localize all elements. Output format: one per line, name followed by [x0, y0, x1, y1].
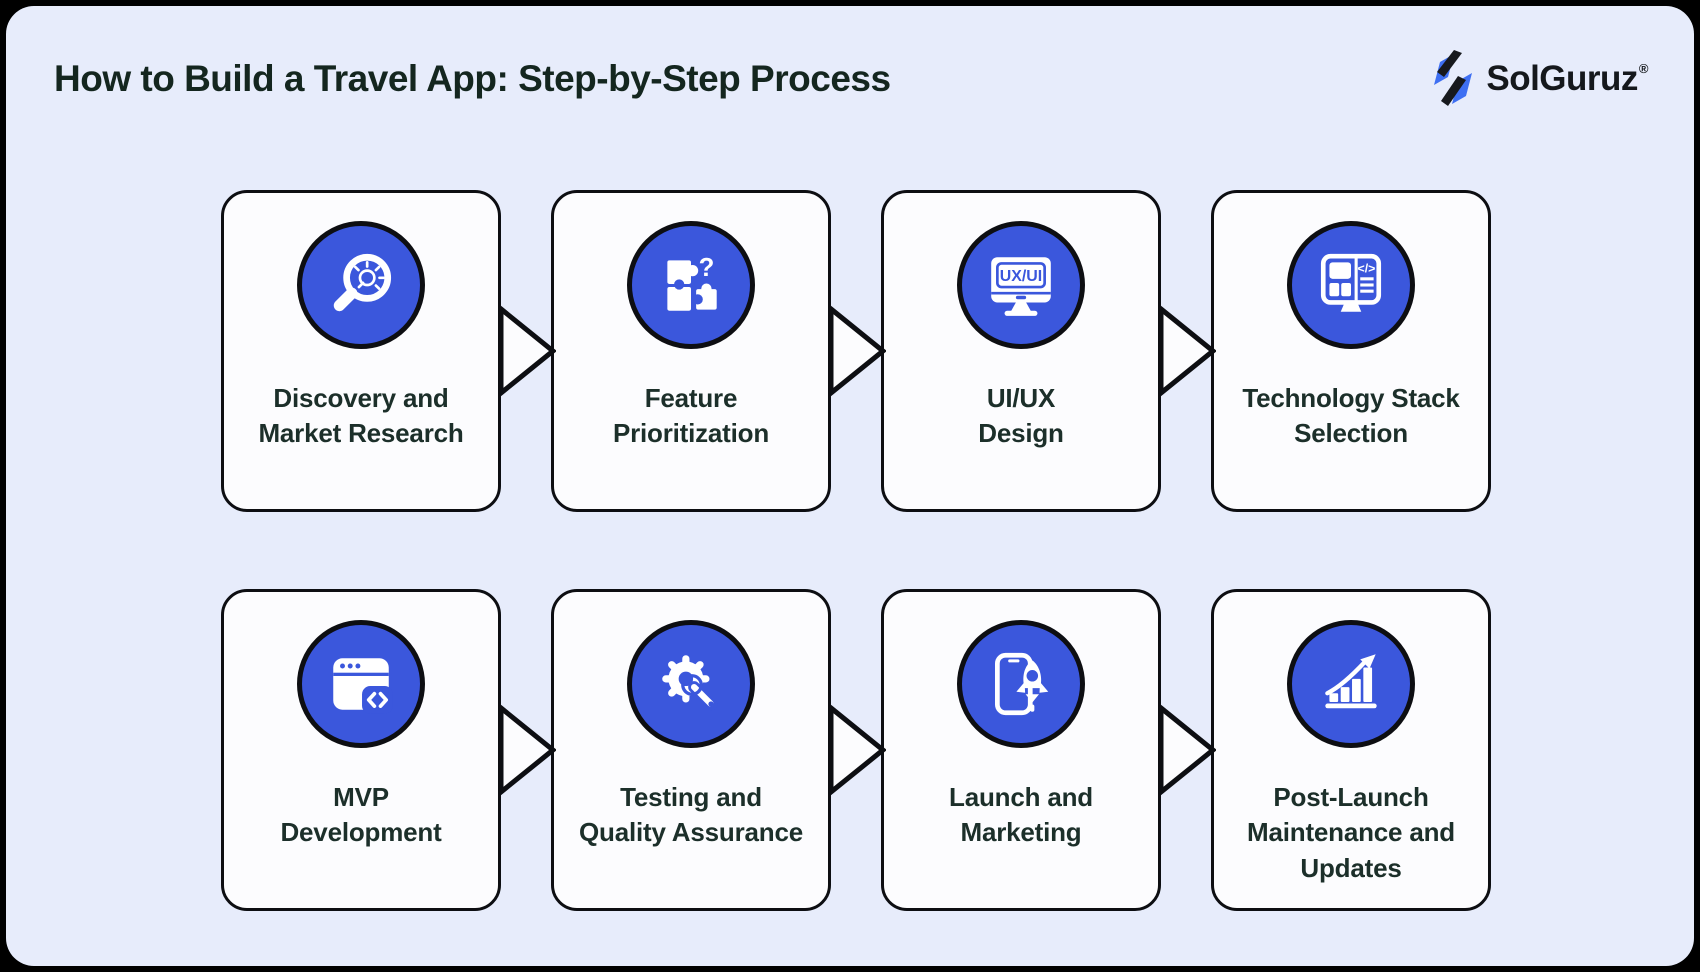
growth-chart-icon [1325, 654, 1377, 709]
step-label: Testing and Quality Assurance [579, 782, 803, 848]
flow-arrow-icon [828, 704, 886, 796]
step-label: Discovery and Market Research [258, 383, 464, 449]
uxui-monitor-icon: UX/UI [991, 257, 1051, 316]
step-label: Launch and Marketing [949, 782, 1093, 848]
question-mark-glyph: ? [699, 254, 715, 282]
icon-circle [627, 620, 755, 748]
brand-logo: SolGuruz® [1430, 50, 1649, 108]
icon-circle: </> [1287, 221, 1415, 349]
flow-arrow-icon [1158, 704, 1216, 796]
infographic-canvas: How to Build a Travel App: Step-by-Step … [6, 6, 1694, 966]
icon-circle: UX/UI [957, 221, 1085, 349]
browser-code-icon [333, 658, 393, 714]
phone-rocket-icon [994, 652, 1049, 716]
step-card-launch-marketing: Launch and Marketing [881, 589, 1161, 911]
step-label: Post-Launch Maintenance and Updates [1247, 782, 1455, 883]
flow-arrow-icon [498, 305, 556, 397]
icon-circle [297, 620, 425, 748]
brand-name-text: SolGuruz [1486, 59, 1638, 98]
icon-circle [957, 620, 1085, 748]
step-card-uiux-design: UX/UI UI/UX Design [881, 190, 1161, 512]
icon-circle: ? [627, 221, 755, 349]
step-card-mvp-development: MVP Development [221, 589, 501, 911]
step-card-testing-qa: Testing and Quality Assurance [551, 589, 831, 911]
page-title: How to Build a Travel App: Step-by-Step … [54, 58, 891, 99]
flow-arrow-icon [1158, 305, 1216, 397]
icon-circle [1287, 620, 1415, 748]
code-glyph: </> [1358, 262, 1376, 276]
flow-arrow-icon [828, 305, 886, 397]
solguruz-logo-icon [1434, 50, 1473, 106]
step-card-post-launch: Post-Launch Maintenance and Updates [1211, 589, 1491, 911]
icon-circle [297, 221, 425, 349]
registered-mark: ® [1638, 61, 1649, 76]
uxui-screen-text: UX/UI [1000, 268, 1042, 285]
step-label: Feature Prioritization [612, 383, 770, 449]
tech-monitor-icon: </> [1320, 253, 1382, 312]
step-card-discovery: Discovery and Market Research [221, 190, 501, 512]
step-label: UI/UX Design [978, 383, 1064, 449]
gear-wrench-icon [662, 655, 718, 711]
step-card-feature-prioritization: ? Feature Prioritization [551, 190, 831, 512]
brand-name: SolGuruz® [1486, 59, 1648, 99]
puzzle-question-icon: ? [667, 254, 717, 311]
flow-arrow-icon [498, 704, 556, 796]
step-label: Technology Stack Selection [1242, 383, 1460, 449]
step-label: MVP Development [280, 782, 442, 848]
step-card-technology-stack: </> Technology Stack Selection [1211, 190, 1491, 512]
magnifier-idea-icon [333, 253, 392, 312]
